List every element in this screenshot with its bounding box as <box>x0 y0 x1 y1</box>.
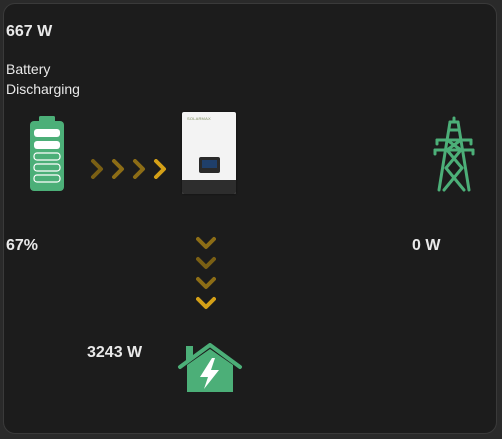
flow-chevron-right-icon <box>154 159 166 179</box>
battery-status-line-2: Discharging <box>6 81 80 97</box>
flow-chevron-down-icon <box>196 257 216 269</box>
energy-flow-card <box>3 3 497 434</box>
flow-chevron-right-icon <box>112 159 124 179</box>
flow-chevron-down-icon <box>196 297 216 309</box>
battery-status-text: Battery Discharging <box>6 59 80 99</box>
transmission-tower-icon[interactable] <box>431 116 477 192</box>
home-lightning-icon[interactable] <box>176 343 244 393</box>
grid-power-value: 0 W <box>412 237 441 254</box>
flow-chevron-right-icon <box>133 159 145 179</box>
flow-chevron-down-icon <box>196 237 216 249</box>
inverter-base <box>182 180 236 194</box>
battery-icon[interactable] <box>28 116 66 192</box>
inverter-brand-logo: SOLARMAX <box>187 116 211 121</box>
inverter-display <box>199 157 220 173</box>
flow-chevron-right-icon <box>91 159 103 179</box>
flow-chevron-down-icon <box>196 277 216 289</box>
battery-soc-value: 67% <box>6 237 39 254</box>
inverter-icon[interactable]: SOLARMAX <box>182 112 236 194</box>
battery-status-line-1: Battery <box>6 61 51 77</box>
battery-power-value: 667 W <box>6 23 53 40</box>
home-power-value: 3243 W <box>87 344 143 361</box>
